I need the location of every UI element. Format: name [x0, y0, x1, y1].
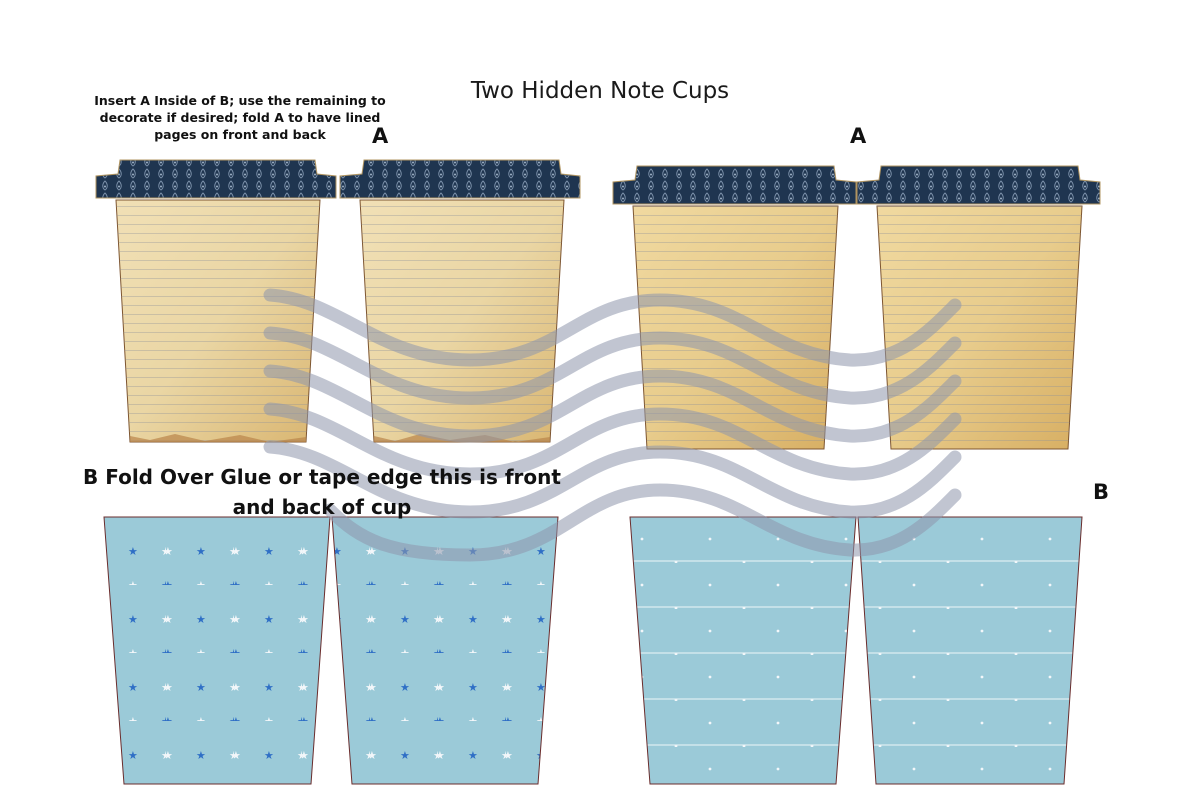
- label-a-left: A: [372, 124, 389, 148]
- cup-a-right-back: [856, 165, 1101, 450]
- cup-a-left-front: [95, 159, 337, 443]
- label-b: B: [1093, 480, 1110, 504]
- page-title: Two Hidden Note Cups: [470, 78, 730, 104]
- cup-lid: [95, 159, 337, 199]
- cup-lid: [856, 165, 1101, 205]
- label-a-right: A: [850, 124, 867, 148]
- cup-b-dot-front: [629, 516, 857, 785]
- cup-a-left-back: [339, 159, 581, 443]
- cup-lid: [612, 165, 857, 205]
- instructions-text: Insert A Inside of B; use the remaining …: [94, 93, 386, 142]
- wave-watermark: [263, 288, 962, 562]
- cup-lid: [339, 159, 581, 199]
- fold-note: B Fold Over Glue or tape edge this is fr…: [83, 465, 561, 519]
- cup-a-right-front: [612, 165, 857, 450]
- cup-b-star-front: [103, 516, 331, 785]
- cup-b-dot-back: [857, 516, 1083, 785]
